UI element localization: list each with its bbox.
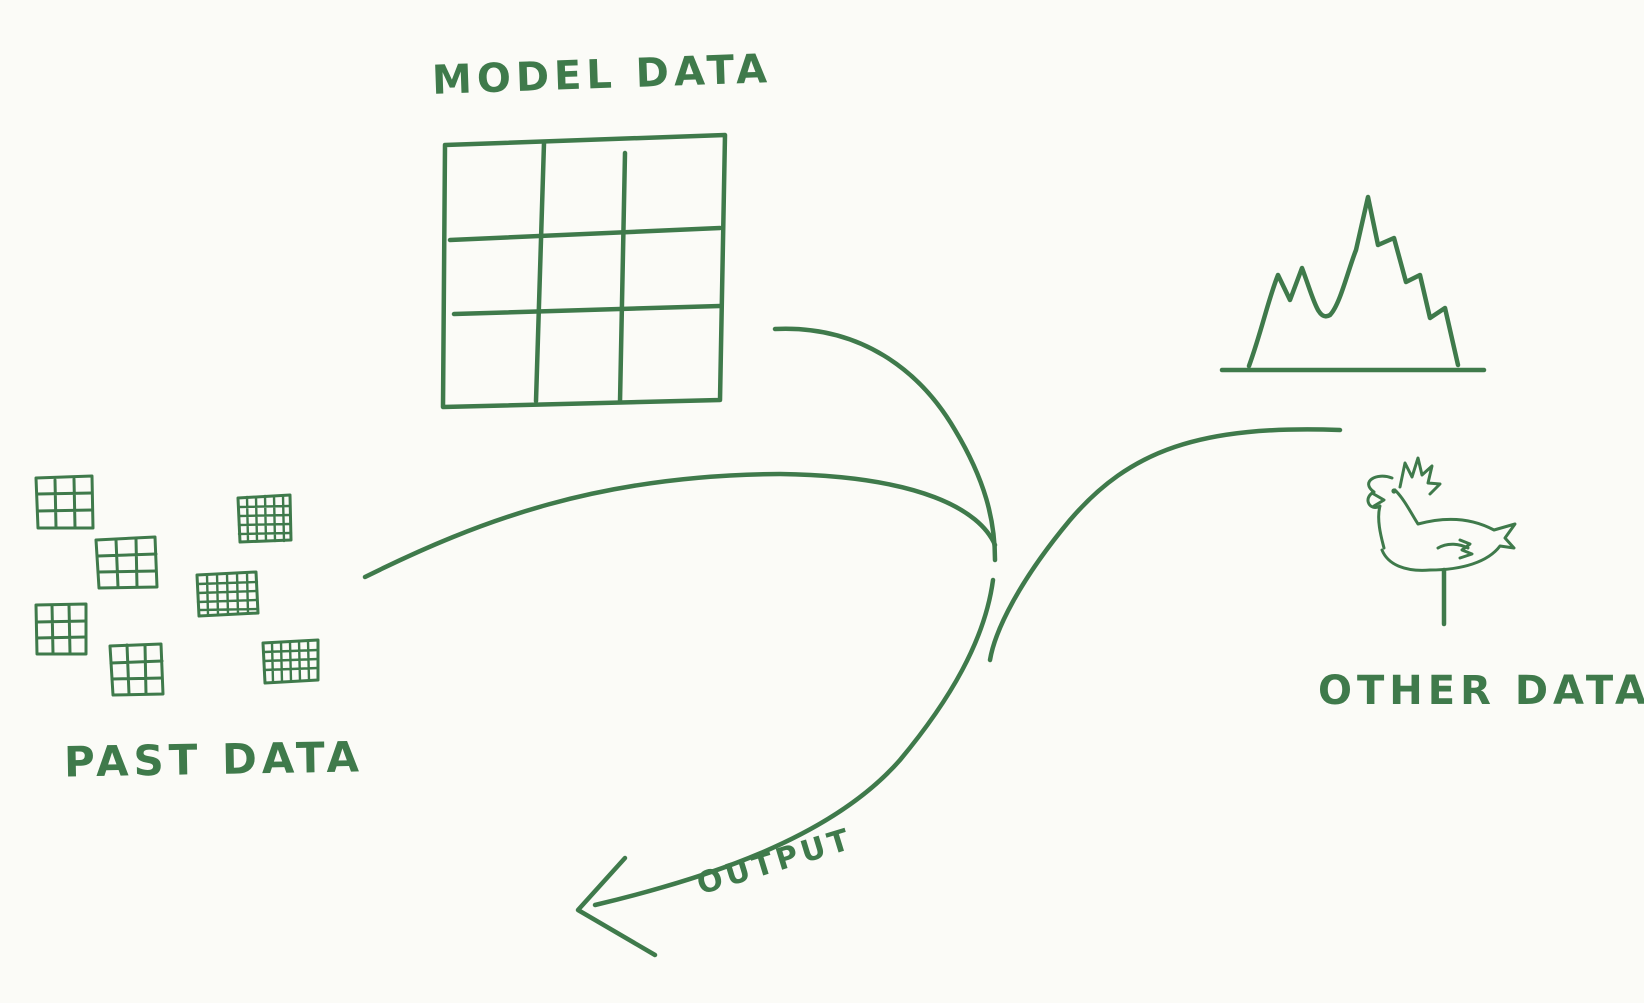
past-data-flow-line <box>362 471 998 580</box>
output-flow-line <box>592 577 996 908</box>
chicken-icon <box>1366 456 1517 627</box>
past-data-grids-icon <box>34 474 165 697</box>
dense-grid-icon <box>236 493 293 544</box>
past-data-label: PAST DATA <box>63 732 365 787</box>
past-data-dense-grids-icon <box>195 493 320 685</box>
chicken-eye-icon <box>1391 488 1397 494</box>
dense-grid-icon <box>195 570 260 618</box>
small-grid-icon <box>108 642 165 697</box>
small-grid-icon <box>34 474 95 530</box>
histogram-peaks-icon <box>1219 194 1487 373</box>
other-data-label: OTHER DATA <box>1318 668 1644 714</box>
small-grid-icon <box>34 602 88 656</box>
model-grid-icon <box>440 132 728 410</box>
dense-grid-icon <box>261 638 320 685</box>
other-data-flow-line <box>987 427 1343 663</box>
output-arrow-icon <box>575 855 658 958</box>
model-data-flow-line <box>772 326 998 563</box>
small-grid-icon <box>94 535 159 590</box>
